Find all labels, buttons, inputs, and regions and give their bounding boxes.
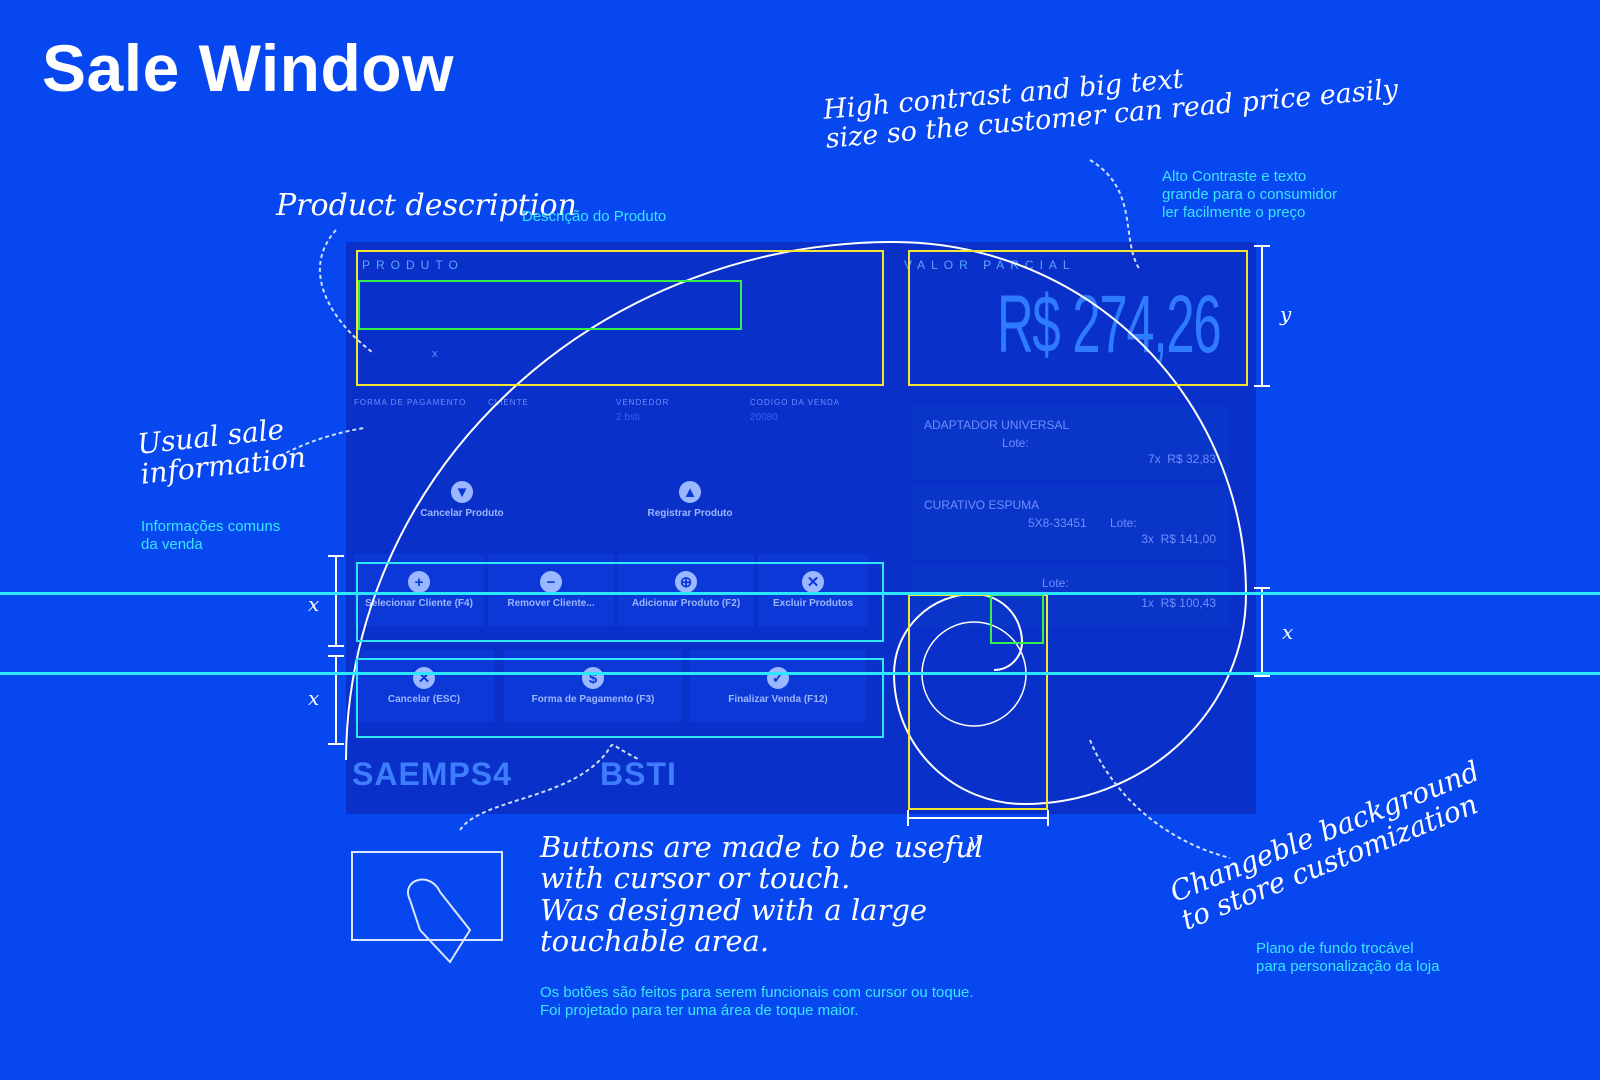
scribble-price [1089, 159, 1141, 271]
forma-pagamento-label: FORMA DE PAGAMENTO [354, 398, 467, 407]
scribble-background [1089, 739, 1231, 859]
annotation-background-pt: Plano de fundo trocável para personaliza… [1256, 940, 1440, 975]
adicionar-produto-button[interactable]: ⊕ Adicionar Produto (F2) [618, 554, 754, 626]
final-buttons-guide-box [356, 658, 884, 738]
codigo-venda-label: CODIGO DA VENDA [750, 398, 841, 407]
user-remove-icon: − [540, 571, 562, 593]
page-title: Sale Window [42, 31, 454, 105]
produto-guide-box [356, 250, 884, 386]
delete-icon: ✕ [802, 571, 824, 593]
bsti-logo: BSTI [600, 756, 677, 792]
valor-parcial-amount: R$ 274,26 [996, 279, 1222, 370]
scribble-product [318, 229, 373, 353]
touch-sketch-hand-icon [407, 878, 472, 964]
produto-x-marker: x [432, 348, 438, 360]
measure-y-price: y [1280, 302, 1292, 326]
measure-x-left-top: x [308, 592, 320, 616]
cliente-label: CLIENTE [488, 398, 529, 407]
annotation-product-description-pt: Descrição do Produto [522, 208, 667, 225]
spiral-small-guide-box [990, 594, 1044, 644]
annotation-buttons-pt: Os botões são feitos para serem funciona… [540, 984, 974, 1019]
guide-line-top [0, 592, 1600, 595]
produto-field-guide-box [358, 280, 742, 330]
thumbs-up-icon: ▲ [679, 481, 701, 503]
guide-line-bottom [0, 672, 1600, 675]
cancelar-produto-button[interactable]: ▼ Cancelar Produto [352, 470, 572, 530]
finalizar-venda-button[interactable]: ✓ Finalizar Venda (F12) [690, 650, 866, 722]
annotation-buttons: Buttons are made to be useful with curso… [540, 830, 984, 958]
spiral-guide-box [908, 594, 1048, 810]
annotation-high-contrast-pt: Alto Contraste e texto grande para o con… [1162, 168, 1338, 221]
list-item[interactable]: CURATIVO ESPUMA 5X8-33451 Lote: 3x R$ 14… [912, 486, 1230, 560]
cancelar-esc-button[interactable]: ✕ Cancelar (ESC) [354, 650, 494, 722]
produto-label: PRODUTO [362, 258, 464, 272]
measure-x-left-bottom: x [308, 686, 320, 710]
scribble-buttons [459, 744, 641, 831]
vendedor-label: VENDEDOR [616, 398, 670, 407]
list-item[interactable]: Lote: 1x R$ 100,43 [912, 566, 1230, 628]
vendedor-value: 2 bsti [616, 412, 640, 423]
thumbs-down-icon: ▼ [451, 481, 473, 503]
measure-x-right: x [1282, 620, 1294, 644]
saemp-logo: SAEMPS4 [352, 756, 512, 792]
valor-guide-box [908, 250, 1248, 386]
codigo-venda-value: 20080 [750, 412, 778, 423]
touch-sketch-frame [351, 851, 503, 941]
user-add-icon: + [408, 571, 430, 593]
list-item[interactable]: ADAPTADOR UNIVERSAL Lote: 7x R$ 32,83 [912, 406, 1230, 480]
measure-y-bottom: y [968, 828, 980, 852]
excluir-produtos-button[interactable]: ✕ Excluir Produtos [758, 554, 868, 626]
registrar-produto-button[interactable]: ▲ Registrar Produto [580, 470, 800, 530]
annotation-usual-sale-pt: Informações comuns da venda [141, 518, 281, 553]
action-buttons-guide-box [356, 562, 884, 642]
cart-icon: ⊕ [675, 571, 697, 593]
remover-cliente-button[interactable]: − Remover Cliente... [488, 554, 614, 626]
scribble-usual [279, 427, 365, 457]
selecionar-cliente-button[interactable]: + Selecionar Cliente (F4) [354, 554, 484, 626]
annotation-product-description: Product description [276, 188, 577, 223]
